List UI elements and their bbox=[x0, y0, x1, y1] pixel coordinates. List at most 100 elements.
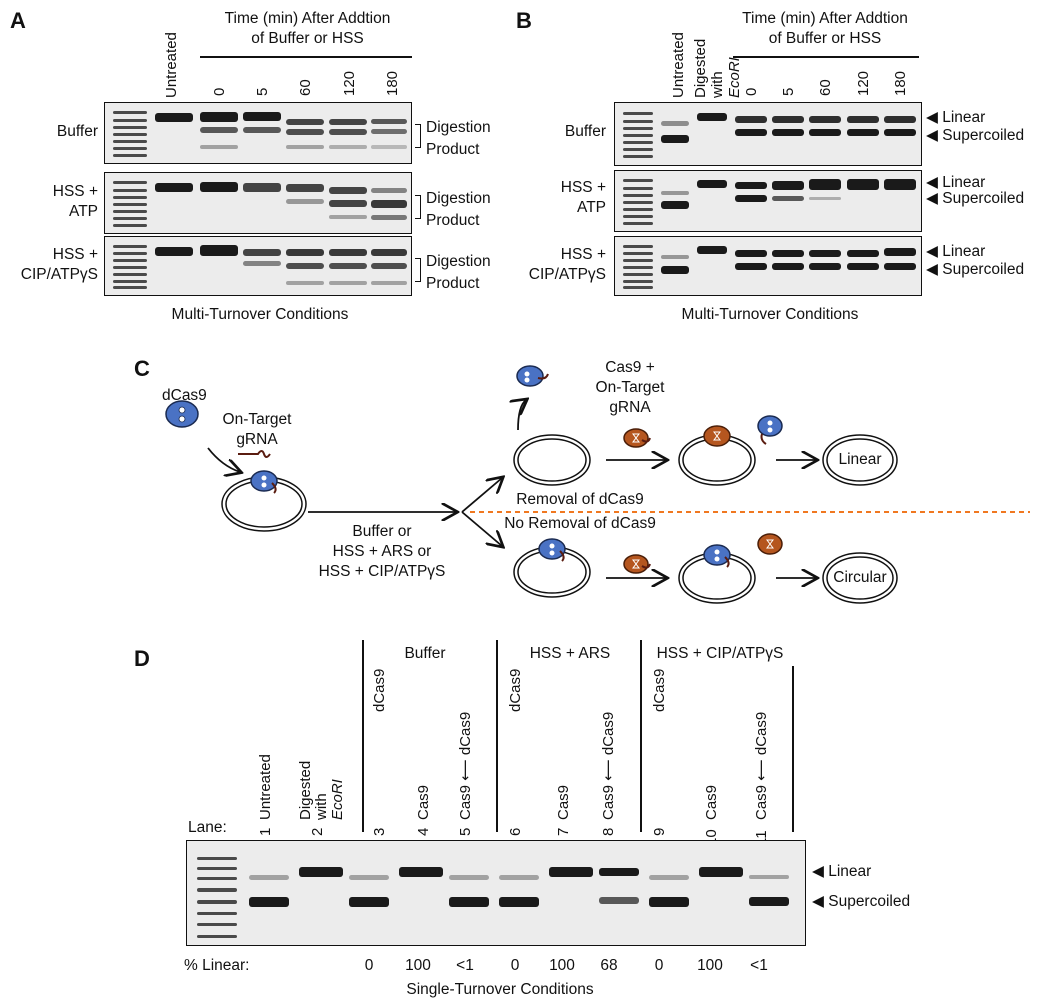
dcas9-bound-icon bbox=[538, 538, 566, 562]
gel-band bbox=[371, 249, 407, 256]
panel-d-with-label: with bbox=[313, 793, 330, 820]
gel-band bbox=[661, 121, 689, 126]
panel-b-time-0: 0 bbox=[743, 87, 760, 96]
gel-band bbox=[299, 867, 343, 877]
gel-band bbox=[371, 145, 407, 149]
gel-band bbox=[735, 116, 767, 123]
gel-band bbox=[661, 201, 689, 209]
gel-band bbox=[243, 127, 281, 133]
gel-band bbox=[286, 129, 324, 135]
panel-b-row3-label2: CIP/ATPγS bbox=[528, 266, 606, 283]
gel-band bbox=[329, 200, 367, 207]
gel-band bbox=[371, 215, 407, 220]
gel-band bbox=[329, 187, 367, 194]
panel-a-row3-label2: CIP/ATPγS bbox=[20, 266, 98, 283]
gel-band bbox=[649, 897, 689, 907]
gel-band bbox=[371, 188, 407, 193]
panel-a-row2-product1: Digestion bbox=[426, 190, 491, 207]
lane-number: 1 bbox=[257, 827, 274, 836]
pct-value: 68 bbox=[600, 957, 618, 974]
panel-b-row2-supercoiled: ◀ Supercoiled bbox=[926, 190, 1025, 207]
gel-band bbox=[286, 184, 324, 192]
ladder bbox=[113, 245, 147, 289]
gel-band bbox=[200, 245, 238, 256]
panel-c-condition-1: Buffer or bbox=[352, 523, 412, 540]
panel-d-divider-2 bbox=[496, 640, 498, 832]
panel-b-letter: B bbox=[516, 8, 532, 33]
ladder bbox=[623, 112, 653, 158]
panel-d-untreated-label: Untreated bbox=[257, 754, 274, 820]
panel-b-with-label: with bbox=[709, 71, 726, 98]
panel-b-time-5: 5 bbox=[780, 87, 797, 96]
gel-band bbox=[809, 250, 841, 257]
gel-band bbox=[249, 897, 289, 907]
gel-band bbox=[772, 181, 804, 190]
panel-a-untreated-label: Untreated bbox=[163, 32, 180, 98]
gel-band bbox=[661, 255, 689, 259]
panel-b-digested-label: Digested bbox=[692, 38, 709, 98]
panel-d-enzyme-label: EcoRI bbox=[329, 779, 346, 820]
panel-a-gel-hss-atp bbox=[104, 172, 412, 234]
gel-band bbox=[697, 180, 727, 188]
cas9-label: Cas9 bbox=[600, 784, 617, 820]
panel-d-supercoiled-marker: ◀ Supercoiled bbox=[812, 893, 911, 910]
gel-band bbox=[772, 129, 804, 136]
panel-a-row3-product2: Product bbox=[426, 275, 480, 292]
gel-band bbox=[847, 250, 879, 257]
gel-band bbox=[735, 182, 767, 189]
gel-band bbox=[735, 129, 767, 136]
panel-d-group-buffer: Buffer bbox=[404, 645, 446, 662]
panel-b-header-rule bbox=[733, 56, 919, 58]
panel-a-header-line1: Time (min) After Addtion bbox=[224, 10, 391, 27]
panel-a-row1-label: Buffer bbox=[56, 123, 98, 140]
pct-value: <1 bbox=[750, 957, 768, 974]
gel-band bbox=[599, 897, 639, 904]
panel-a-time-180: 180 bbox=[384, 70, 401, 96]
dcas9-bound-icon bbox=[250, 470, 278, 494]
gel-band bbox=[243, 249, 281, 256]
gel-band bbox=[847, 129, 879, 136]
gel-band bbox=[884, 263, 916, 270]
gel-band bbox=[249, 875, 289, 880]
panel-b-row3-linear: ◀ Linear bbox=[926, 243, 986, 260]
panel-c-no-removal-label: No Removal of dCas9 bbox=[504, 515, 656, 532]
gel-band bbox=[371, 263, 407, 269]
dcas9-protein-icon bbox=[165, 400, 199, 428]
gel-band bbox=[286, 263, 324, 269]
lane-number: 9 bbox=[651, 827, 668, 836]
gel-band bbox=[649, 875, 689, 880]
panel-a-footer: Multi-Turnover Conditions bbox=[171, 306, 349, 323]
supercoiled-label: Supercoiled bbox=[942, 127, 1025, 144]
panel-d-footer: Single-Turnover Conditions bbox=[406, 981, 594, 998]
panel-a-row1-product1: Digestion bbox=[426, 119, 491, 136]
panel-a-letter: A bbox=[10, 8, 26, 33]
plasmid-icon bbox=[513, 434, 591, 486]
gel-band bbox=[329, 281, 367, 285]
gel-band bbox=[661, 191, 689, 195]
panel-a-time-60: 60 bbox=[297, 79, 314, 96]
gel-band bbox=[200, 127, 238, 133]
gel-band bbox=[772, 263, 804, 270]
ladder bbox=[113, 181, 147, 227]
cas9-label: Cas9 bbox=[753, 784, 770, 820]
panel-b-gel-hss-atp bbox=[614, 170, 922, 232]
panel-c-cas9-label-1: Cas9 + bbox=[605, 359, 655, 376]
panel-c-removal-label: Removal of dCas9 bbox=[516, 491, 644, 508]
panel-c-circular-label: Circular bbox=[833, 569, 887, 586]
fork-up-arrow-icon bbox=[461, 478, 502, 513]
panel-b-time-180: 180 bbox=[892, 70, 909, 96]
gel-band bbox=[349, 875, 389, 880]
lane-number: 7 bbox=[555, 827, 572, 836]
gel-band bbox=[809, 197, 841, 200]
gel-band bbox=[371, 119, 407, 124]
lane-number: 8 bbox=[600, 827, 617, 836]
panel-c-dcas9-label: dCas9 bbox=[162, 387, 207, 404]
gel-band bbox=[329, 263, 367, 269]
panel-c-on-target-label: On-Target bbox=[222, 411, 292, 428]
panel-d-lane5-cas9-then-dcas9: Cas9 ⟵ dCas9 bbox=[457, 711, 474, 820]
panel-a-time-120: 120 bbox=[341, 70, 358, 96]
gel-band bbox=[399, 867, 443, 877]
panel-c-grna-label: gRNA bbox=[236, 431, 278, 448]
panel-b-time-60: 60 bbox=[817, 79, 834, 96]
gel-band bbox=[772, 196, 804, 201]
